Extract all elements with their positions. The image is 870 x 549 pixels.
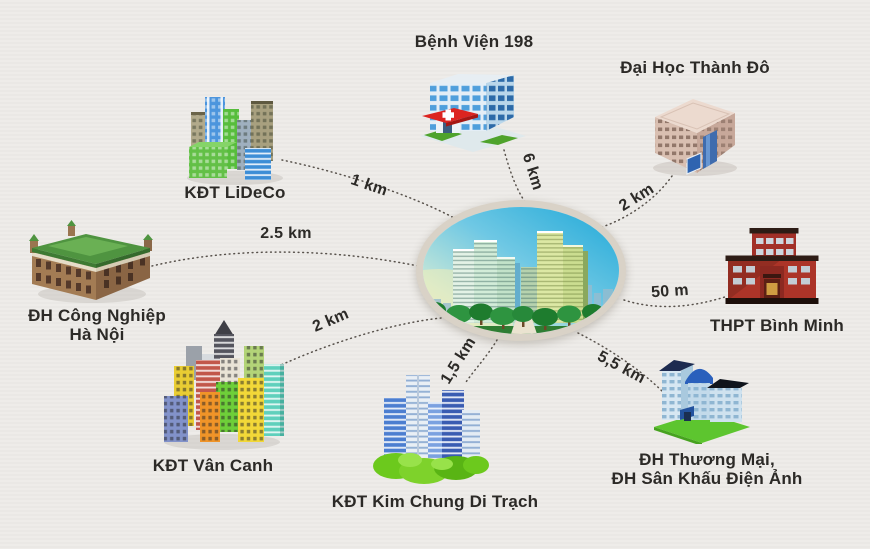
towers-and-trees-icon (373, 375, 489, 484)
classic-campus-icon (29, 220, 153, 303)
label-text-line2: ĐH Sân Khấu Điện Ảnh (611, 469, 803, 488)
label-kdt-lideco: KĐT LiDeCo (115, 183, 355, 202)
label-kdt-van-canh: KĐT Vân Canh (93, 456, 333, 475)
distance-line-kdt-kim-chung (465, 339, 498, 383)
label-text: Bệnh Viện 198 (414, 32, 534, 51)
label-text: KĐT Kim Chung Di Trạch (331, 492, 539, 511)
label-text: KĐT LiDeCo (184, 183, 286, 202)
node-dai-hoc-thanh-do (643, 85, 743, 182)
label-text: Đại Học Thành Đô (620, 58, 770, 77)
label-dh-cong-nghiep: ĐH Công Nghiệp Hà Nội (0, 306, 217, 344)
label-thpt-binh-minh: THPT Bình Minh (657, 316, 870, 335)
node-thpt-binh-minh (722, 222, 822, 315)
label-dh-thuong-mai: ĐH Thương Mại, ĐH Sân Khấu Điện Ảnh (567, 450, 847, 488)
label-text: ĐH Công Nghiệp (28, 306, 166, 325)
medical-cross-icon (442, 109, 454, 121)
label-text: ĐH Thương Mại, (639, 450, 775, 469)
distance-line-kdt-van-canh (267, 317, 442, 372)
hospital-building-icon (420, 74, 526, 152)
distance-thpt-binh-minh: 50 m (650, 281, 690, 302)
label-text: THPT Bình Minh (709, 316, 845, 335)
palm-trees-icon (424, 302, 619, 330)
distance-dh-cong-nghiep: 2.5 km (260, 225, 312, 242)
node-kdt-kim-chung-di-trach (372, 365, 490, 490)
apartment-complex-photo-icon (423, 207, 619, 334)
label-text: KĐT Vân Canh (152, 456, 274, 475)
node-benh-vien-198 (416, 55, 530, 158)
label-benh-vien-198: Bệnh Viện 198 (354, 32, 594, 51)
highrise-cluster-icon (187, 97, 283, 185)
label-dai-hoc-thanh-do: Đại Học Thành Đô (575, 58, 815, 77)
label-text-line2: Hà Nội (69, 325, 125, 344)
colorful-towers-icon (164, 320, 284, 450)
trees-icon (373, 453, 489, 484)
node-dh-cong-nghiep (28, 212, 154, 311)
school-building-icon (725, 228, 819, 304)
college-building-icon (654, 360, 750, 446)
label-kdt-kim-chung-di-trach: KĐT Kim Chung Di Trạch (315, 492, 555, 511)
university-building-icon (653, 99, 737, 176)
central-apartment-complex (416, 200, 626, 341)
node-kdt-lideco (185, 90, 293, 190)
node-dh-thuong-mai (652, 350, 752, 449)
distance-line-dh-cong-nghiep (151, 251, 419, 267)
node-kdt-van-canh (156, 316, 290, 457)
